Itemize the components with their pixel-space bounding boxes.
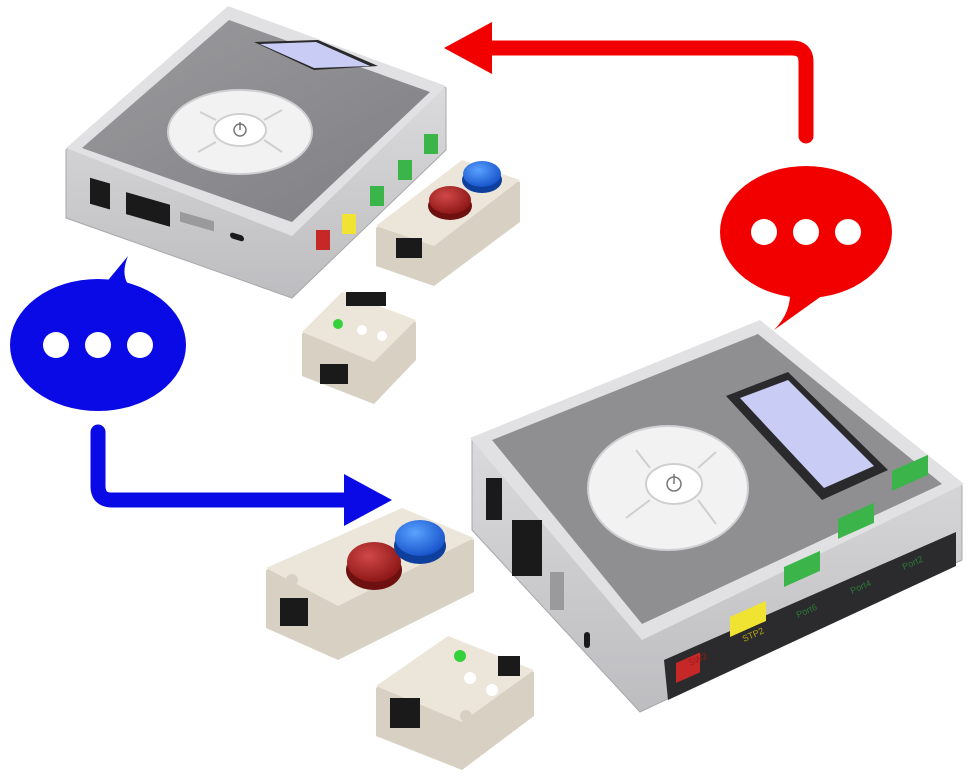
blue-arrow (90, 424, 392, 526)
hub-large-control-pad (587, 425, 749, 551)
speech-bubble-ellipsis-icon (751, 219, 861, 245)
power-icon (233, 122, 247, 137)
red-arrow (444, 22, 814, 144)
hub-large: SW2 STP2 Port6 Port4 Port2 (470, 320, 964, 713)
button-module-large (266, 508, 474, 660)
hub-large-screen (726, 372, 888, 500)
red-speech-bubble (720, 166, 892, 330)
button-module-small (376, 160, 520, 286)
led-module-large (376, 636, 534, 770)
led-module-small (302, 292, 416, 404)
speech-bubble-ellipsis-icon (43, 332, 153, 358)
hub-small (65, 6, 447, 299)
blue-speech-bubble (10, 256, 186, 411)
hub-small-control-pad (167, 89, 313, 175)
hub-small-screen (254, 40, 378, 70)
power-icon (666, 474, 682, 492)
